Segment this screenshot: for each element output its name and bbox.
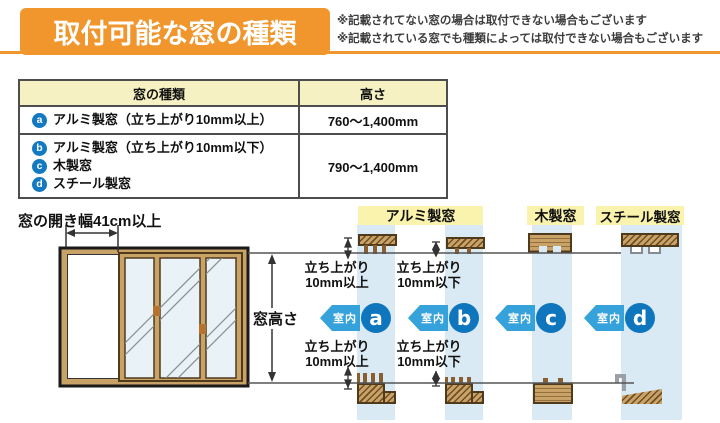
frame-leg — [451, 377, 455, 383]
group-label-steel: スチール製窓 — [596, 206, 684, 225]
indoor-arrow-d: 室内 — [584, 305, 624, 331]
frame-leg — [357, 373, 360, 383]
type-badge-a: a — [32, 112, 47, 128]
type-badge-c: c — [32, 158, 47, 174]
page-title: 取付可能な窓の種類 — [20, 8, 330, 55]
window-illustration — [58, 246, 250, 388]
group-label-aluminum: アルミ製窓 — [358, 206, 483, 225]
type-circle-d: d — [625, 303, 655, 333]
frame-leg — [382, 245, 386, 254]
steel-hook — [615, 374, 619, 383]
disclaimer-notes: ※記載されてない窓の場合は取付できない場合もございます ※記載されている窓でも種… — [337, 13, 719, 48]
rise-label-b-bottom: 立ち上がり 10mm以下 — [396, 339, 462, 369]
height-value: 790～1,400mm — [298, 133, 448, 199]
column-header-type: 窓の種類 — [18, 79, 300, 107]
disclaimer-line-2: ※記載されている窓でも種類によっては取付できない場合もございます — [337, 32, 704, 45]
indoor-label: 室内 — [333, 313, 357, 325]
opening-width-label: 窓の開き幅41cm以上 — [18, 213, 162, 230]
height-value: 760～1,400mm — [298, 105, 448, 135]
disclaimer-line-1: ※記載されてない窓の場合は取付できない場合もございます — [337, 15, 647, 27]
frame-notch — [539, 246, 547, 253]
indoor-arrow-b: 室内 — [408, 305, 448, 331]
table-row: a アルミ製窓（立ち上がり10mm以上） 760～1,400mm — [18, 105, 448, 135]
rise-label-a-top: 立ち上がり 10mm以上 — [304, 260, 370, 290]
window-opening-area — [67, 254, 120, 379]
frame-nub — [543, 378, 548, 383]
frame-profile-d-top — [621, 233, 679, 247]
steel-channel — [630, 247, 643, 254]
frame-leg — [445, 377, 448, 383]
steel-hook — [615, 374, 626, 378]
frame-leg — [364, 245, 368, 254]
rise-label-a-bottom: 立ち上がり 10mm以上 — [304, 339, 370, 369]
window-type-label: アルミ製窓（立ち上がり10mm以上） — [53, 112, 273, 127]
window-type-label: 木製窓 — [53, 158, 93, 173]
frame-leg — [467, 248, 471, 254]
frame-profile-b-bottom — [445, 383, 473, 404]
frame-notch — [553, 246, 561, 253]
indoor-arrow-c: 室内 — [495, 305, 535, 331]
window-type-item: a アルミ製窓（立ち上がり10mm以上） — [32, 111, 292, 129]
group-label-wood: 木製窓 — [527, 206, 584, 225]
glass-pane — [159, 257, 201, 379]
frame-profile-b-bottom-step — [471, 391, 484, 404]
table-header-row: 窓の種類 高さ — [18, 79, 448, 107]
frame-profile-b-top — [446, 237, 485, 249]
frame-profile-a-bottom-step — [383, 391, 396, 404]
glass-pane — [205, 257, 237, 379]
table-row: b アルミ製窓（立ち上がり10mm以下） c 木製窓 d スチール製窓 790～… — [18, 133, 448, 199]
rise-label-b-top: 立ち上がり 10mm以下 — [396, 260, 462, 290]
type-circle-a: a — [361, 303, 391, 333]
frame-profile-a-top — [358, 234, 397, 246]
type-circle-c: c — [536, 303, 566, 333]
window-type-label: スチール製窓 — [53, 176, 132, 191]
column-header-height: 高さ — [298, 79, 448, 107]
frame-profile-a-bottom — [357, 383, 385, 404]
indoor-label: 室内 — [597, 313, 621, 325]
frame-profile-c-top — [528, 233, 572, 253]
frame-leg — [371, 373, 375, 383]
steel-hook — [622, 374, 626, 391]
window-spec-table: 窓の種類 高さ a アルミ製窓（立ち上がり10mm以上） 760～1,400mm… — [18, 79, 448, 199]
type-badge-b: b — [32, 140, 47, 156]
indoor-label: 室内 — [508, 313, 532, 325]
header-divider — [0, 51, 720, 54]
type-circle-b: b — [449, 303, 479, 333]
frame-leg — [363, 373, 367, 383]
window-type-label: アルミ製窓（立ち上がり10mm以下） — [53, 140, 273, 155]
frame-nub — [558, 378, 563, 383]
frame-profile-c-bottom — [533, 383, 573, 404]
window-type-item: c 木製窓 — [32, 157, 292, 175]
frame-leg — [373, 245, 377, 254]
frame-leg — [455, 248, 459, 254]
indoor-arrow-a: 室内 — [320, 305, 360, 331]
frame-leg — [467, 377, 471, 383]
frame-leg — [459, 377, 463, 383]
window-type-item: d スチール製窓 — [32, 175, 292, 193]
steel-channel — [648, 247, 661, 254]
sash-handle — [153, 306, 160, 316]
window-height-label: 窓高さ — [251, 308, 301, 329]
type-badge-d: d — [32, 176, 47, 192]
frame-leg — [379, 373, 383, 383]
indoor-label: 室内 — [421, 313, 445, 325]
sash-handle — [199, 324, 206, 334]
window-type-item: b アルミ製窓（立ち上がり10mm以下） — [32, 139, 292, 157]
